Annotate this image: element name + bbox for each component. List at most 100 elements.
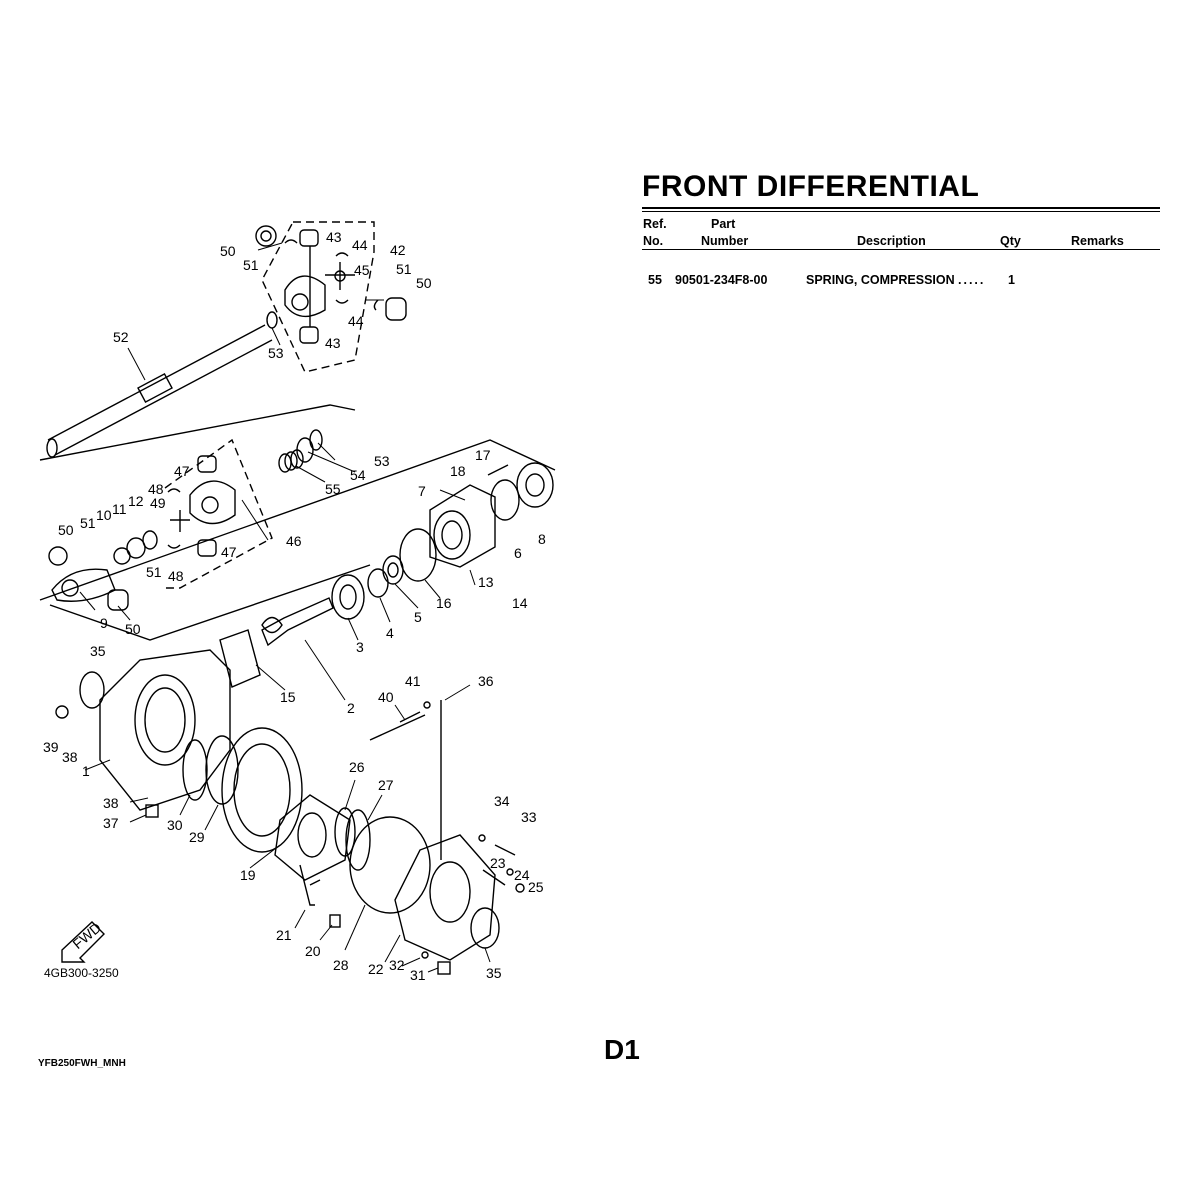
universal-joint-upper	[255, 225, 407, 344]
callout-12: 12	[128, 493, 144, 509]
callout-labels: 50 51 43 44 42 45 51 50 44 43 53 52 53 5…	[43, 229, 546, 983]
model-code: YFB250FWH_MNH	[38, 1058, 126, 1069]
callout-13: 13	[478, 574, 494, 590]
callout-54: 54	[350, 467, 366, 483]
callout-51: 51	[243, 257, 259, 273]
callout-23: 23	[490, 855, 506, 871]
callout-35: 35	[90, 643, 106, 659]
callout-50c: 50	[58, 522, 74, 538]
row-ref: 55	[648, 273, 662, 287]
spring-set	[278, 429, 323, 473]
header-qty: Qty	[1000, 234, 1021, 248]
callout-43b: 43	[325, 335, 341, 351]
callout-44b: 44	[348, 313, 364, 329]
callout-50d: 50	[125, 621, 141, 637]
fwd-label: FWD	[69, 919, 104, 952]
callout-39: 39	[43, 739, 59, 755]
washer-26	[334, 807, 356, 857]
diff-hub-19	[274, 794, 351, 881]
callout-36: 36	[478, 673, 494, 689]
callout-20: 20	[305, 943, 321, 959]
callout-19: 19	[240, 867, 256, 883]
callout-55: 55	[325, 481, 341, 497]
group-box-42	[261, 221, 375, 373]
seal-8	[516, 462, 554, 508]
seal-35-right	[470, 907, 500, 949]
gasket-15	[219, 629, 261, 688]
callout-49: 49	[150, 495, 166, 511]
callout-16: 16	[436, 595, 452, 611]
callout-35b: 35	[486, 965, 502, 981]
header-part-2: Number	[701, 234, 749, 248]
callout-30: 30	[167, 817, 183, 833]
drive-shaft-52	[46, 324, 273, 458]
callout-24: 24	[514, 867, 530, 883]
bearing-29	[205, 735, 239, 805]
shim-30	[182, 739, 208, 801]
callout-4: 4	[386, 625, 394, 641]
assembly-bracket-mid	[39, 439, 556, 601]
row-leader-dots: .....	[958, 273, 986, 287]
callout-29: 29	[189, 829, 205, 845]
callout-10: 10	[96, 507, 112, 523]
callout-33: 33	[521, 809, 537, 825]
callout-50: 50	[220, 243, 236, 259]
callout-45: 45	[354, 262, 370, 278]
bolt-17	[487, 464, 509, 476]
callout-42: 42	[390, 242, 406, 258]
header-part-1: Part	[711, 217, 736, 231]
bracket-21	[299, 864, 321, 906]
o-ring-16	[399, 528, 437, 582]
callout-48b: 48	[168, 568, 184, 584]
drawing-code: 4GB300-3250	[44, 966, 119, 980]
callout-5: 5	[414, 609, 422, 625]
callout-22: 22	[368, 961, 384, 977]
gear-case-cover-22	[394, 834, 496, 961]
callout-51d: 51	[146, 564, 162, 580]
callout-14: 14	[512, 595, 528, 611]
shim-27	[345, 809, 371, 871]
assembly-bracket-lower	[49, 564, 371, 641]
callout-15: 15	[280, 689, 296, 705]
callout-51b: 51	[396, 261, 412, 277]
differential-case-1	[55, 649, 231, 818]
callout-28: 28	[333, 957, 349, 973]
callout-38: 38	[62, 749, 78, 765]
header-ref-2: No.	[643, 234, 664, 248]
row-qty: 1	[1008, 273, 1015, 287]
assembly-bracket-upper	[39, 404, 356, 461]
callout-50b: 50	[416, 275, 432, 291]
bearing-housing-7	[429, 484, 496, 568]
callout-46: 46	[286, 533, 302, 549]
universal-joint-lower	[167, 455, 236, 557]
callout-43: 43	[326, 229, 342, 245]
yoke-9	[48, 530, 158, 611]
callout-47: 47	[174, 463, 190, 479]
callout-18: 18	[450, 463, 466, 479]
header-description: Description	[857, 234, 926, 248]
callout-21: 21	[276, 927, 292, 943]
page-number: D1	[604, 1034, 640, 1065]
ring-gear	[221, 727, 303, 853]
header-ref-1: Ref.	[643, 217, 667, 231]
leader-lines	[79, 242, 491, 973]
callout-26: 26	[349, 759, 365, 775]
row-description: SPRING, COMPRESSION	[806, 273, 955, 287]
callout-53b: 53	[374, 453, 390, 469]
row-part-number: 90501-234F8-00	[675, 273, 768, 287]
callout-48: 48	[148, 481, 164, 497]
fwd-arrow	[61, 921, 105, 963]
callout-25: 25	[528, 879, 544, 895]
callout-53: 53	[268, 345, 284, 361]
callout-47b: 47	[221, 544, 237, 560]
bolt-20	[329, 914, 341, 928]
callout-52: 52	[113, 329, 129, 345]
gasket-28	[349, 816, 431, 914]
callout-9: 9	[100, 615, 108, 631]
callout-44: 44	[352, 237, 368, 253]
pinion-gear-2	[261, 597, 334, 647]
callout-11: 11	[112, 501, 127, 517]
callout-6: 6	[514, 545, 522, 561]
callout-7: 7	[418, 483, 426, 499]
